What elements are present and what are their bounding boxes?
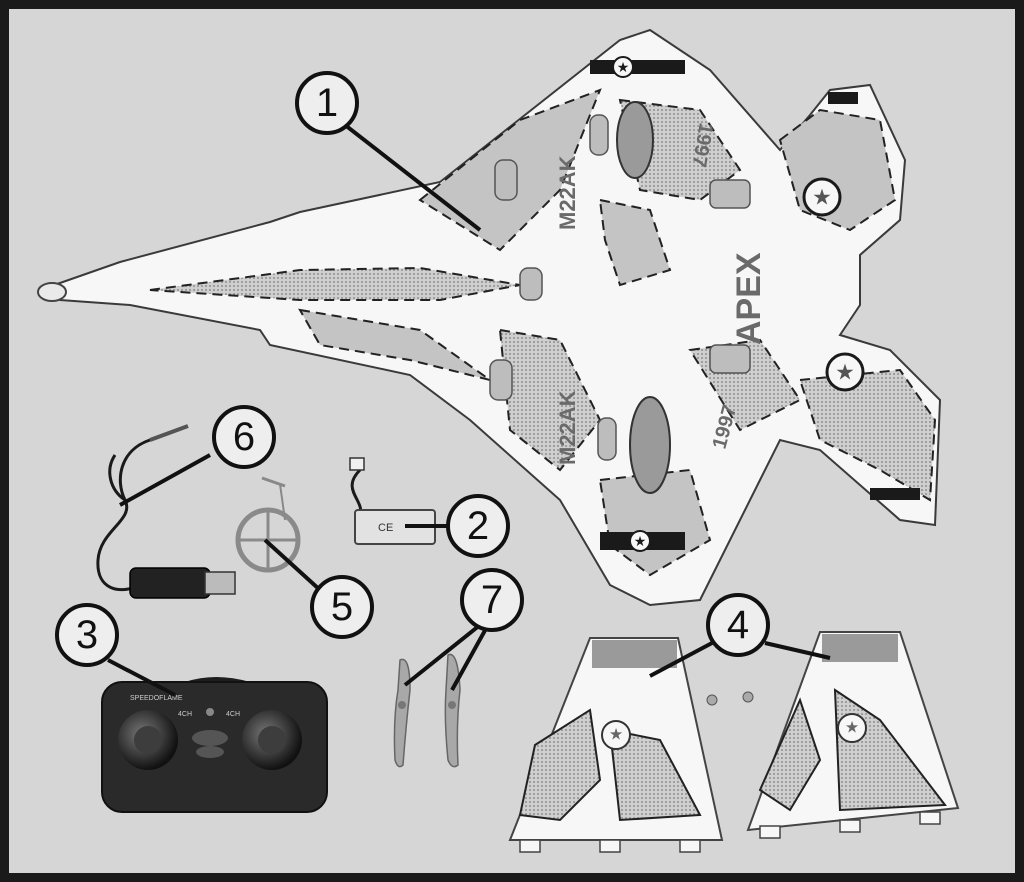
brand-decal: APEX bbox=[730, 252, 768, 345]
star-roundel-lower: ★ bbox=[825, 352, 865, 392]
controller-brand: SPEEDOFLAME bbox=[130, 695, 183, 702]
motor-pod-upper bbox=[616, 101, 654, 179]
callout-5: 5 bbox=[310, 575, 374, 639]
callout-2: 2 bbox=[446, 494, 510, 558]
usb-plug-tip bbox=[204, 571, 236, 595]
callout-7: 7 bbox=[460, 568, 524, 632]
callout-5-number: 5 bbox=[331, 585, 353, 629]
svg-text:CE: CE bbox=[378, 522, 393, 534]
airframe: ★ ★ ★ ★ M22AK M22AK 1997 1997 APEX bbox=[37, 28, 942, 607]
star-roundel-upper: ★ bbox=[802, 177, 842, 217]
controller-channel-left: 4CH bbox=[178, 711, 192, 718]
svg-text:★: ★ bbox=[812, 185, 832, 210]
svg-text:★: ★ bbox=[835, 360, 855, 385]
usb-plug-body bbox=[129, 567, 211, 599]
wing-stripe-top bbox=[590, 60, 685, 74]
callout-6: 6 bbox=[212, 405, 276, 469]
callout-6-number: 6 bbox=[233, 415, 255, 459]
model-decal-upper: M22AK bbox=[555, 155, 580, 230]
callout-7-number: 7 bbox=[481, 578, 503, 622]
usb-charging-cable bbox=[96, 424, 236, 599]
callout-2-number: 2 bbox=[467, 504, 489, 548]
remote-controller: SPEEDOFLAME 4CH 4CH bbox=[101, 677, 328, 813]
callout-4-number: 4 bbox=[727, 603, 749, 647]
spare-gear bbox=[235, 476, 301, 573]
callout-3: 3 bbox=[55, 603, 119, 667]
callout-1: 1 bbox=[295, 71, 359, 135]
callout-1-number: 1 bbox=[316, 81, 338, 125]
svg-text:★: ★ bbox=[845, 720, 859, 737]
controller-channel-right: 4CH bbox=[226, 711, 240, 718]
motor-pod-lower bbox=[629, 396, 671, 494]
svg-text:★: ★ bbox=[634, 533, 647, 549]
svg-text:★: ★ bbox=[617, 59, 630, 75]
vertical-stabilizers: ★ ★ bbox=[508, 631, 960, 853]
battery: CE bbox=[349, 457, 436, 545]
callout-leaders bbox=[107, 123, 831, 697]
callout-4: 4 bbox=[706, 593, 770, 657]
svg-text:★: ★ bbox=[609, 727, 623, 744]
callout-3-number: 3 bbox=[76, 613, 98, 657]
model-decal-lower: M22AK bbox=[555, 390, 580, 465]
